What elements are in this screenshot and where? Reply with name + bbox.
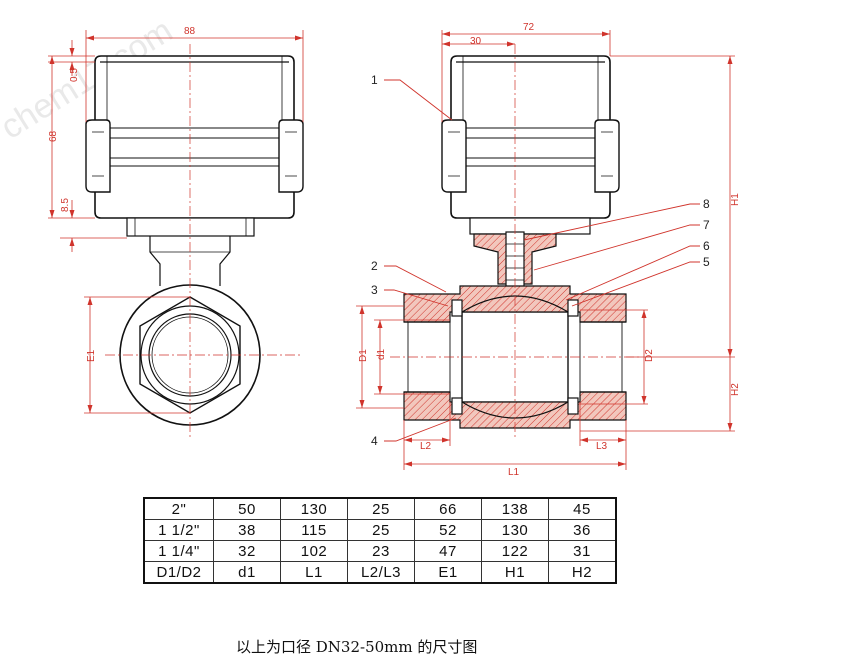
- front-view: [85, 55, 304, 426]
- table-cell: 47: [414, 540, 482, 562]
- table-cell: 36: [548, 519, 617, 541]
- figure-caption: 以上为口径 DN32-50mm 的尺寸图: [236, 638, 478, 656]
- table-cell: 122: [481, 540, 549, 562]
- callout-6: 6: [703, 239, 710, 253]
- table-header-cell: L1: [280, 561, 348, 584]
- callout-7: 7: [703, 218, 710, 232]
- table-cell: 102: [280, 540, 348, 562]
- front-centerlines: [105, 44, 300, 440]
- dim-8-5-label: 8.5: [60, 198, 71, 212]
- table-header-cell: H2: [548, 561, 617, 584]
- side-view: [441, 55, 620, 235]
- callout-2: 2: [371, 259, 378, 273]
- table-header-cell: d1: [213, 561, 281, 584]
- dim-88-label: 88: [184, 26, 196, 37]
- dim-72-label: 72: [523, 22, 535, 33]
- table-header-cell: L2/L3: [347, 561, 415, 584]
- dim-30-label: 30: [470, 36, 482, 47]
- table-cell: 50: [213, 497, 281, 520]
- table-cell: 1 1/4": [143, 540, 214, 562]
- table-cell: 32: [213, 540, 281, 562]
- table-cell: 52: [414, 519, 482, 541]
- callout-8: 8: [703, 197, 710, 211]
- table-header-cell: H1: [481, 561, 549, 584]
- dim-h1-label: H1: [730, 193, 741, 206]
- dim-l2-label: L2: [420, 441, 432, 452]
- front-dimension-lines: [48, 30, 304, 414]
- table-cell: 130: [280, 497, 348, 520]
- dim-e1-label: E1: [86, 349, 97, 362]
- section-body: [403, 231, 627, 429]
- table-cell: 115: [280, 519, 348, 541]
- dim-d1-label: D1: [358, 349, 369, 362]
- table-cell: 23: [347, 540, 415, 562]
- table-cell: 45: [548, 497, 617, 520]
- table-cell: 31: [548, 540, 617, 562]
- dim-68-label: 68: [48, 130, 59, 142]
- table-cell: 25: [347, 497, 415, 520]
- table-header-row: D1/D2 d1 L1 L2/L3 E1 H1 H2: [143, 561, 617, 584]
- dim-h2-label: H2: [730, 383, 741, 396]
- table-header-cell: E1: [414, 561, 482, 584]
- callout-1: 1: [371, 73, 378, 87]
- callout-5: 5: [703, 255, 710, 269]
- side-arrowheads: [359, 31, 733, 467]
- table-cell: 1 1/2": [143, 519, 214, 541]
- callout-4: 4: [371, 434, 378, 448]
- table-row: 2" 50 130 25 66 138 45: [143, 497, 617, 520]
- table-cell: 130: [481, 519, 549, 541]
- dim-0-5-label: 0.5: [69, 68, 80, 82]
- table-cell: 66: [414, 497, 482, 520]
- side-centerlines: [390, 44, 640, 440]
- callout-3: 3: [371, 283, 378, 297]
- table-header-cell: D1/D2: [143, 561, 214, 584]
- dim-d1-small-label: d1: [376, 348, 387, 360]
- table-cell: 38: [213, 519, 281, 541]
- front-arrowheads: [49, 35, 303, 413]
- table-cell: 138: [481, 497, 549, 520]
- table-cell: 2": [143, 497, 214, 520]
- table-row: 1 1/4" 32 102 23 47 122 31: [143, 540, 617, 562]
- callout-leaders: [384, 79, 700, 442]
- dim-l1-label: L1: [508, 467, 520, 478]
- table-row: 1 1/2" 38 115 25 52 130 36: [143, 519, 617, 541]
- dim-l3-label: L3: [596, 441, 608, 452]
- size-table: 2" 50 130 25 66 138 45 1 1/2" 38 115 25 …: [143, 497, 617, 584]
- dim-d2-label: D2: [644, 349, 655, 362]
- dimension-drawing: chem17.com chem17.com: [0, 11, 741, 478]
- table-cell: 25: [347, 519, 415, 541]
